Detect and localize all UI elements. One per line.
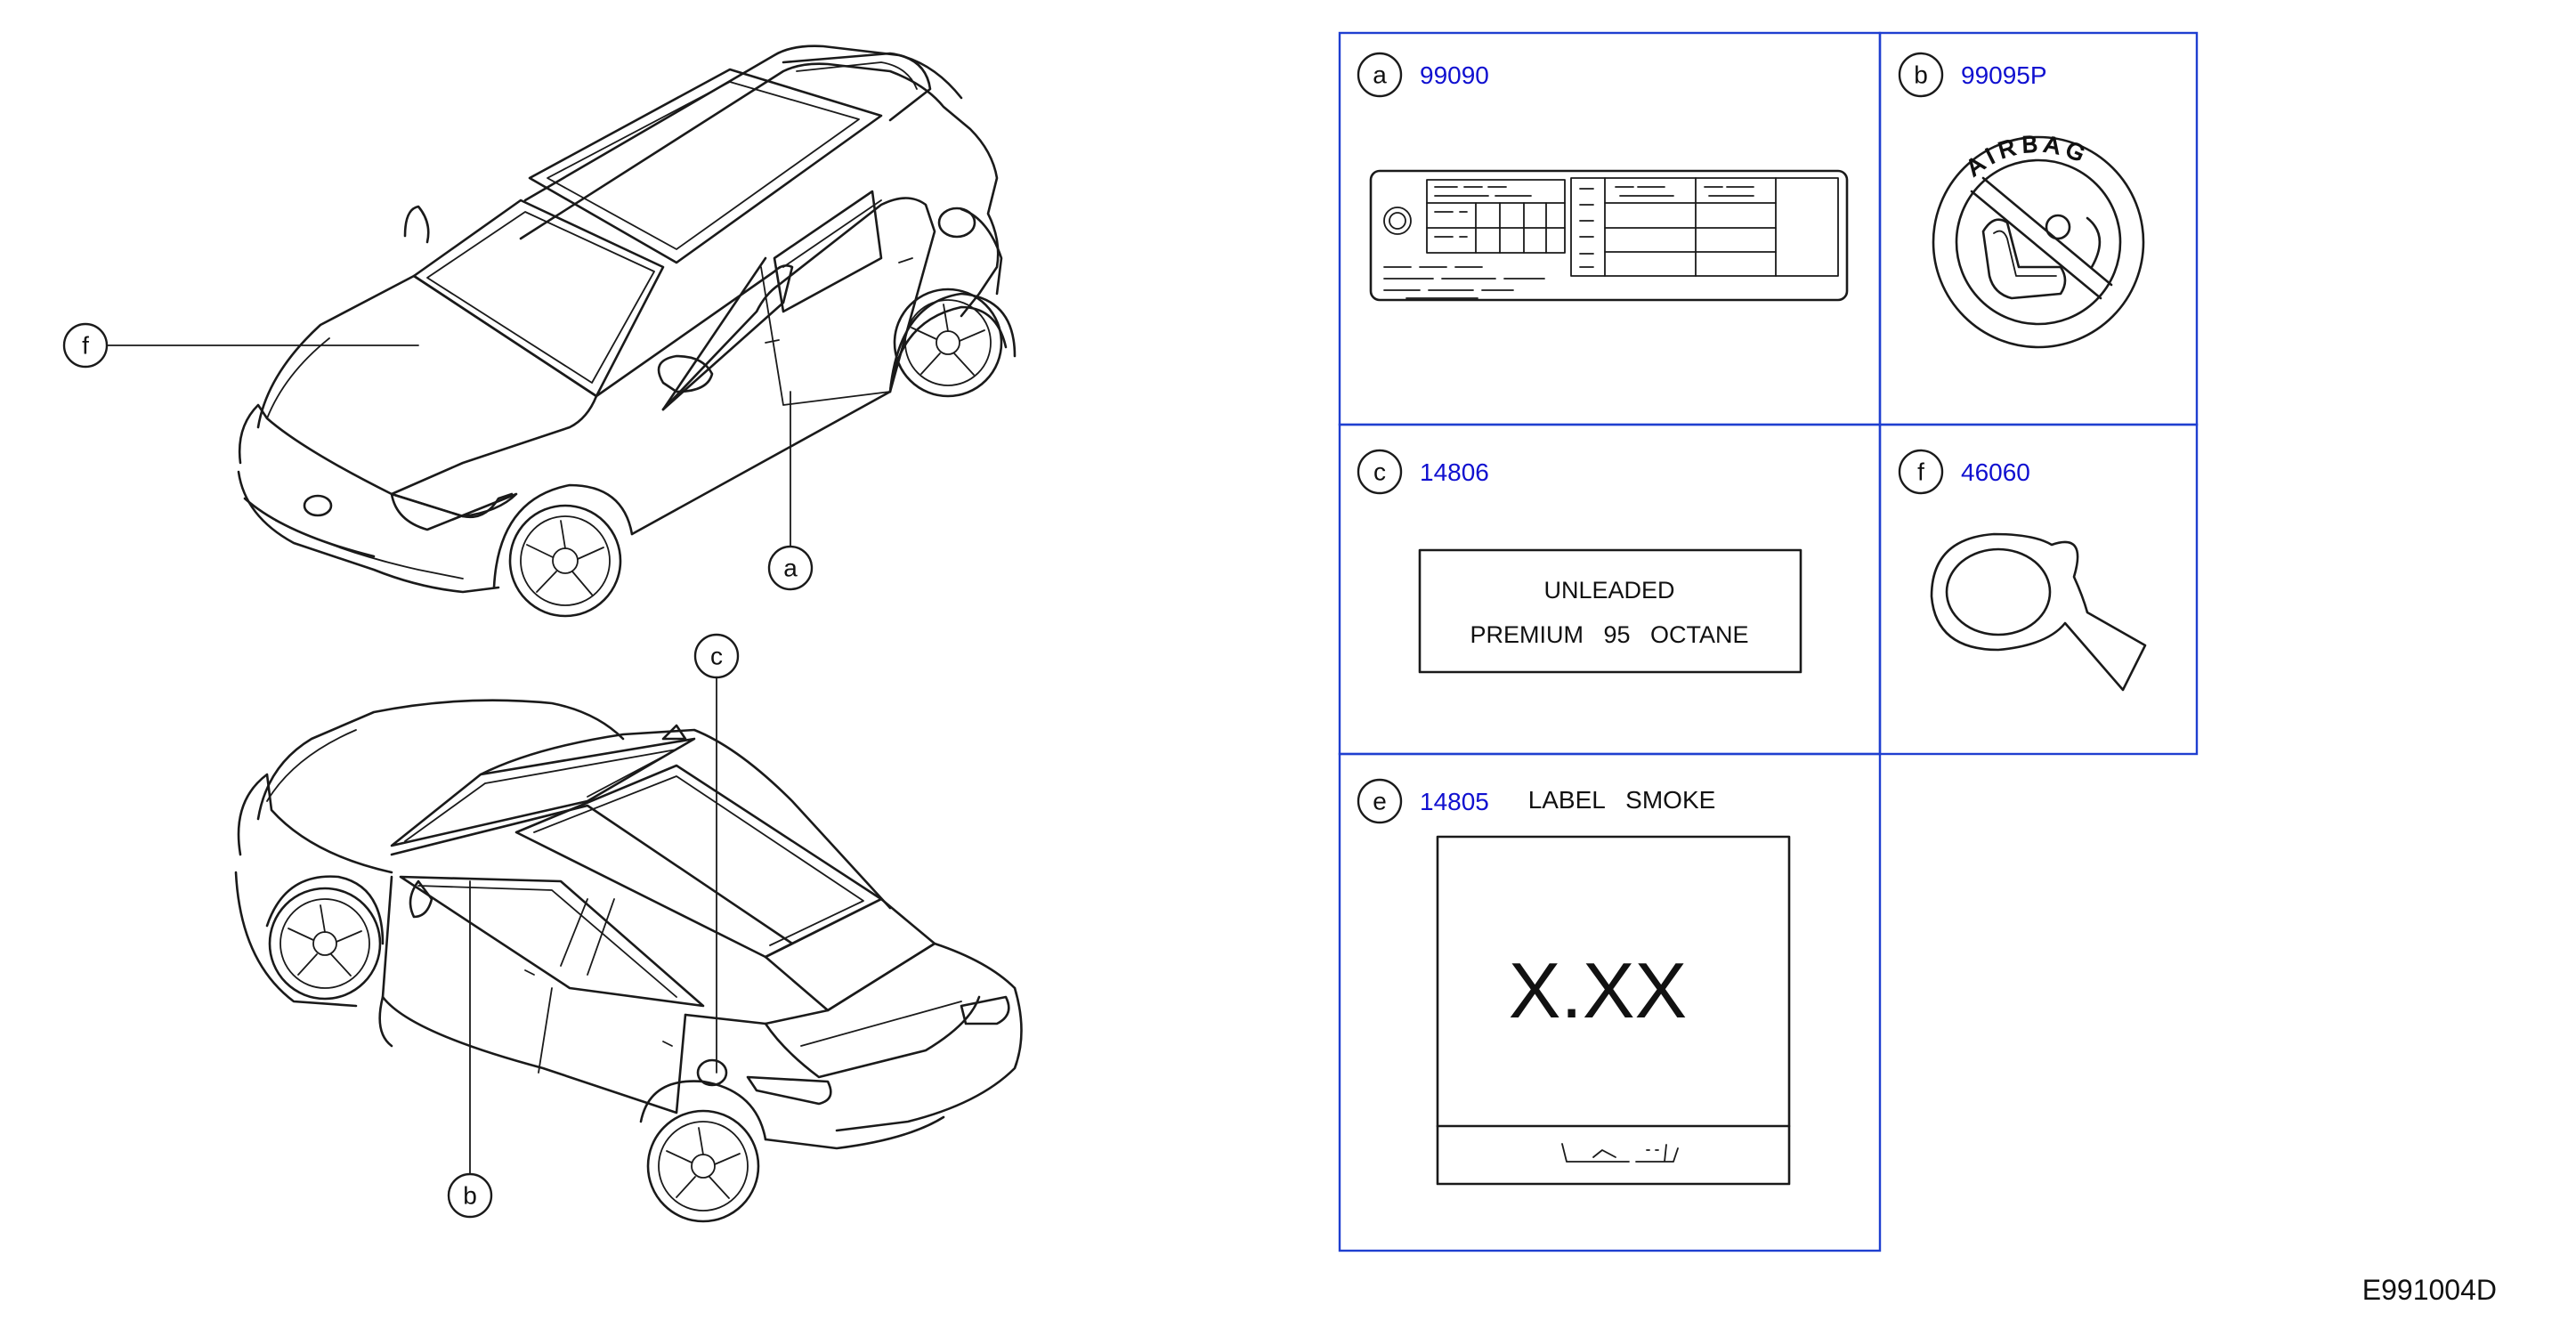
callout-a-label: a (783, 555, 798, 582)
panel-a: a 99090 (1357, 52, 1849, 302)
callout-c: c (693, 633, 740, 1074)
panel-b-letter: b (1914, 61, 1928, 89)
airbag-warning-icon: AIRBAG (1932, 130, 2145, 349)
smoke-label-value: X.XX (1509, 946, 1688, 1034)
panel-a-part-number: 99090 (1420, 61, 1489, 89)
panel-b-part-number: 99095P (1961, 61, 2047, 89)
panel-e-part-number: 14805 (1420, 788, 1489, 815)
panel-f-part-number: 46060 (1961, 458, 2030, 486)
callout-f: f (62, 322, 419, 369)
car-front-view (237, 45, 1017, 618)
arabic-script-mark (1561, 1143, 1679, 1163)
car-rear-view (234, 699, 1023, 1223)
callout-c-label: c (710, 643, 723, 670)
panel-c-part-number: 14806 (1420, 458, 1489, 486)
callout-f-label: f (82, 332, 89, 360)
panel-c-letter: c (1373, 458, 1386, 486)
diagram-code: E991004D (2362, 1274, 2497, 1306)
panel-a-letter: a (1373, 61, 1387, 89)
callout-b-label: b (463, 1182, 477, 1210)
smoke-label-title: LABEL SMOKE (1528, 786, 1716, 814)
fuel-label-line1: UNLEADED (1543, 577, 1674, 604)
panel-b: b 99095P AIRBAG (1898, 52, 2145, 349)
panel-e: e 14805 LABEL SMOKE X.XX (1357, 778, 1791, 1186)
panel-c: c 14806 UNLEADED PREMIUM 95 OCTANE (1357, 449, 1802, 674)
svg-text:AIRBAG: AIRBAG (1961, 130, 2094, 181)
fuel-label-line2: PREMIUM 95 OCTANE (1470, 621, 1748, 648)
cap-label-icon (1930, 532, 2147, 692)
panel-f: f 46060 (1898, 449, 2147, 692)
airbag-text: AIRBAG (1960, 130, 2089, 182)
callout-a: a (767, 391, 814, 591)
panel-e-letter: e (1373, 788, 1387, 815)
emission-label-icon (1369, 169, 1849, 302)
panel-f-letter: f (1917, 458, 1924, 486)
callout-b: b (447, 880, 493, 1219)
label-panels-grid (1338, 31, 2199, 1252)
